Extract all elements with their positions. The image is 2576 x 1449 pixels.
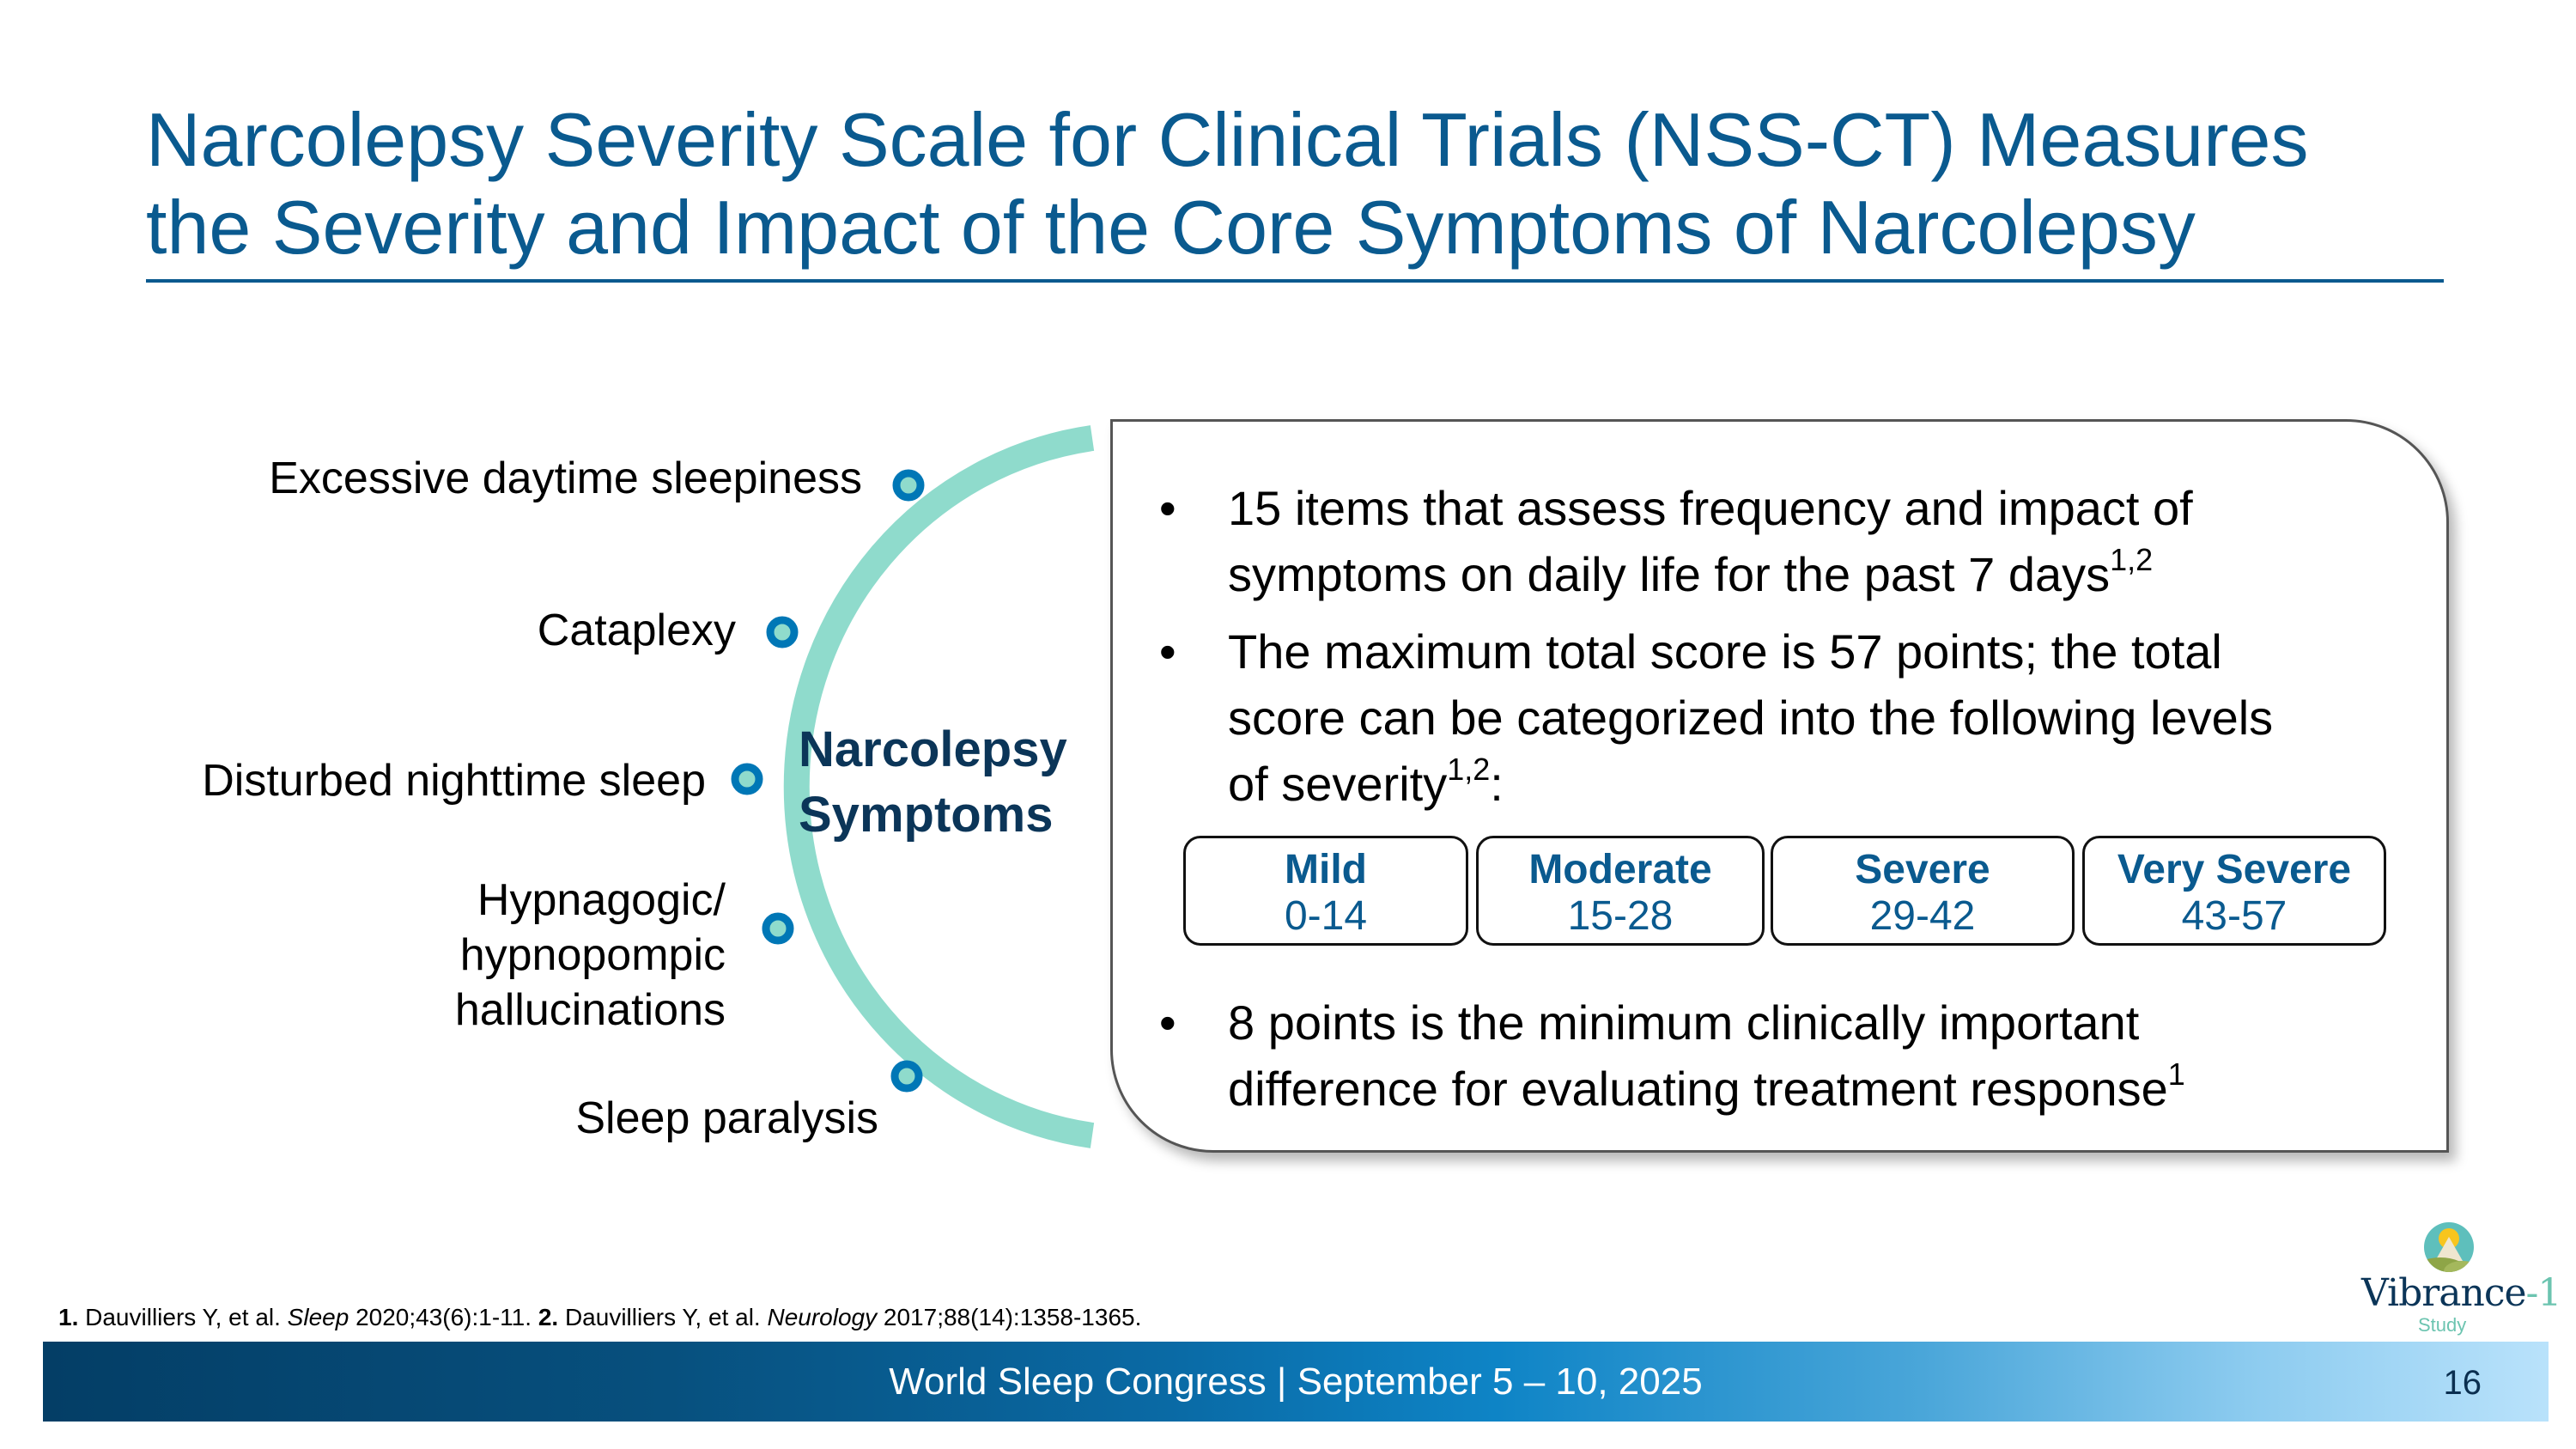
bullet-2-line-3: of severity [1228,757,1448,811]
node-ring-icon [766,616,799,648]
symptom-hallucinations-line-3: hallucinations [454,985,726,1035]
page-number: 16 [2443,1364,2482,1402]
symptom-hallucinations-line-1: Hypnagogic/ [477,875,726,925]
symptom-excessive-daytime-sleepiness: Excessive daytime sleepiness [269,454,862,503]
center-label-line-1: Narcolepsy [799,721,1067,777]
bullet-2-line-2: score can be categorized into the follow… [1228,691,2274,745]
bullet-3-line-2: difference for evaluating treatment resp… [1228,1062,2168,1116]
logo-subtitle: Study [2418,1314,2467,1336]
ref-2-citation: 2017;88(14):1358-1365. [877,1304,1142,1330]
bullet-1-line-1: 15 items that assess frequency and impac… [1228,481,2193,535]
symptom-disturbed-nighttime-sleep: Disturbed nighttime sleep [202,756,706,806]
center-label-line-2: Symptoms [799,787,1054,843]
ref-2-number: 2. [538,1304,559,1330]
citation-superscript: 1 [2167,1056,2185,1092]
node-ring-icon [731,763,763,795]
severity-level-label: Very Severe [2117,847,2352,892]
bullet-1-line-2: symptoms on daily life for the past 7 da… [1228,547,2111,601]
severity-level-label: Moderate [1528,847,1712,892]
node-ring-icon [892,469,925,502]
severity-box-very-severe: Very Severe 43-57 [2082,836,2386,946]
ref-2-journal: Neurology [767,1304,878,1330]
severity-box-moderate: Moderate 15-28 [1476,836,1765,946]
symptom-sleep-paralysis: Sleep paralysis [575,1093,878,1143]
slide-title: Narcolepsy Severity Scale for Clinical T… [146,96,2482,271]
logo-suffix: -1 [2525,1271,2562,1315]
center-label: Narcolepsy Symptoms [799,717,1067,848]
severity-range: 29-42 [1869,893,1976,939]
ref-1-journal: Sleep [287,1304,349,1330]
title-underline [146,279,2444,283]
symptom-cataplexy: Cataplexy [537,606,736,655]
logo-wordmark: Vibrance-1 [2361,1271,2561,1315]
bullet-2-suffix: : [1490,757,1504,811]
severity-level-label: Mild [1285,847,1367,892]
symptom-hallucinations-line-2: hypnopompic [459,930,726,980]
symptom-hallucinations: Hypnagogic/ hypnopompic hallucinations [455,873,726,1038]
info-panel [1110,419,2449,1153]
bullet-glyph: • [1159,481,1176,535]
bullet-glyph: • [1159,624,1176,679]
citation-superscript: 1,2 [2110,542,2154,577]
slide-title-line-1: Narcolepsy Severity Scale for Clinical T… [146,97,2309,182]
node-ring-icon [762,912,794,945]
references: 1. Dauvilliers Y, et al. Sleep 2020;43(6… [58,1304,1141,1331]
footer-bar: World Sleep Congress | September 5 – 10,… [43,1342,2549,1422]
severity-range: 15-28 [1567,893,1674,939]
ref-1-number: 1. [58,1304,79,1330]
ref-2-authors: Dauvilliers Y, et al. [558,1304,768,1330]
vibrance-logo-icon [2424,1222,2474,1272]
footer-conference: World Sleep Congress | September 5 – 10,… [889,1361,1703,1403]
severity-range: 0-14 [1284,893,1368,939]
severity-box-severe: Severe 29-42 [1771,836,2075,946]
severity-box-mild: Mild 0-14 [1183,836,1468,946]
severity-range: 43-57 [2181,893,2287,939]
bullet-3-line-1: 8 points is the minimum clinically impor… [1228,995,2140,1050]
ref-1-citation: 2020;43(6):1-11. [349,1304,538,1330]
ref-1-authors: Dauvilliers Y, et al. [78,1304,288,1330]
slide-title-line-2: the Severity and Impact of the Core Symp… [146,185,2196,270]
citation-superscript: 1,2 [1447,752,1491,787]
bullet-glyph: • [1159,995,1176,1050]
node-ring-icon [890,1060,923,1093]
bullet-2-line-1: The maximum total score is 57 points; th… [1228,624,2222,679]
severity-level-label: Severe [1855,847,1990,892]
